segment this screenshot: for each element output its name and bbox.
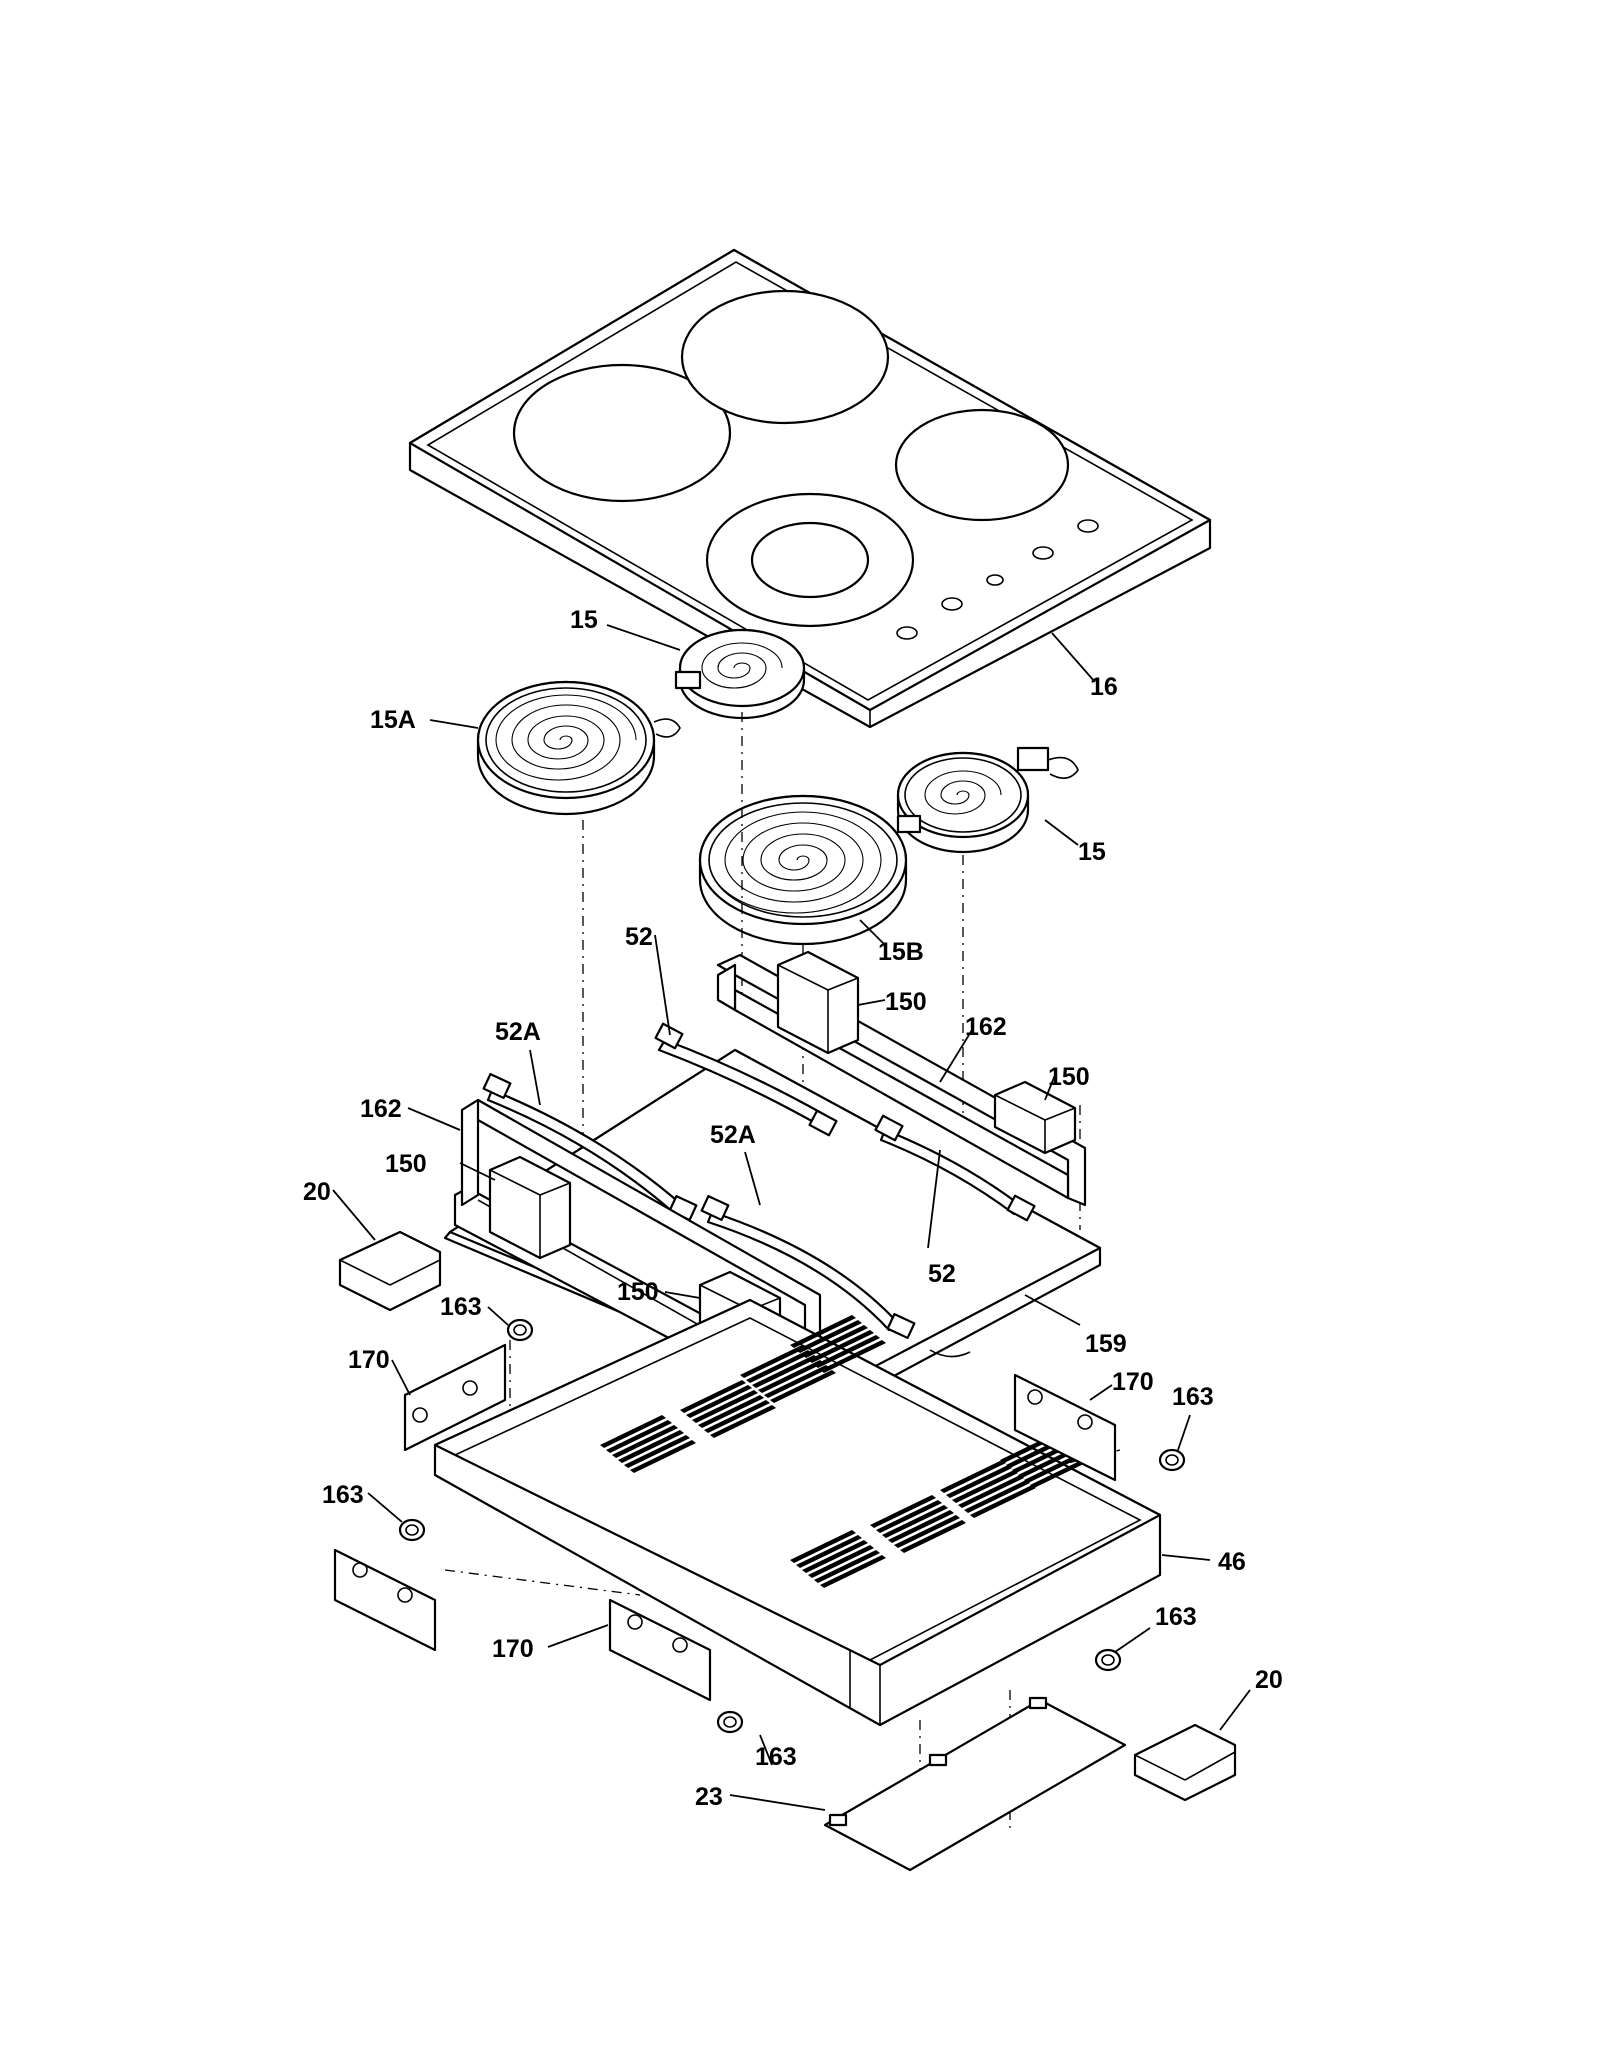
callout-46: 46	[1218, 1548, 1246, 1576]
callout-159: 159	[1085, 1330, 1127, 1358]
vent-slot	[710, 1405, 776, 1438]
vent-slot	[814, 1335, 880, 1368]
callout-170-a: 170	[348, 1346, 390, 1374]
vent-slot	[820, 1340, 886, 1373]
vent-slot	[870, 1495, 936, 1528]
foot-163-a	[506, 1318, 534, 1342]
vent-slot	[876, 1500, 942, 1533]
element-15-right	[896, 746, 1079, 854]
callout-162-left: 162	[360, 1095, 402, 1123]
callout-23: 23	[695, 1783, 723, 1811]
callout-170-b: 170	[1112, 1368, 1154, 1396]
switch-150-c	[488, 1155, 572, 1260]
bracket-52-bottom	[874, 1114, 1036, 1222]
callout-15-top: 15	[570, 606, 598, 634]
switch-150-a	[776, 950, 860, 1055]
foot-163-d	[1094, 1648, 1122, 1672]
vent-slot	[692, 1390, 758, 1423]
vent-slot	[704, 1400, 770, 1433]
bracket-170-d	[608, 1598, 712, 1702]
bracket-52-top	[654, 1022, 838, 1137]
callout-163-a: 163	[440, 1293, 482, 1321]
vent-slot	[820, 1555, 886, 1588]
vent-slot	[940, 1460, 1006, 1493]
bracket-170-c	[333, 1548, 437, 1652]
bracket-170-a	[403, 1343, 507, 1452]
callout-15-right: 15	[1078, 838, 1106, 866]
vent-slot	[958, 1475, 1024, 1508]
element-15B	[698, 794, 922, 946]
vent-slot	[680, 1380, 746, 1413]
vent-slot	[802, 1540, 868, 1573]
bracket-170-b	[1013, 1373, 1117, 1482]
vent-slot	[802, 1325, 868, 1358]
vent-slot	[900, 1520, 966, 1553]
callout-150-d: 150	[617, 1278, 659, 1306]
vent-slot	[814, 1550, 880, 1583]
leader-lines	[332, 624, 1251, 1811]
callout-20-right: 20	[1255, 1666, 1283, 1694]
callout-52-top: 52	[625, 923, 653, 951]
callout-150-c: 150	[385, 1150, 427, 1178]
callout-15A: 15A	[370, 706, 416, 734]
element-15-top	[674, 628, 806, 720]
vent-slot	[808, 1330, 874, 1363]
vent-slot	[796, 1320, 862, 1353]
end-cap-20-left	[338, 1230, 442, 1312]
vent-slot	[796, 1535, 862, 1568]
vent-slot	[882, 1505, 948, 1538]
vent-slot	[740, 1345, 806, 1378]
callout-163-c: 163	[322, 1481, 364, 1509]
vent-slot	[618, 1430, 684, 1463]
vent-slot	[790, 1530, 856, 1563]
callout-15B: 15B	[878, 938, 924, 966]
callout-52-bottom: 52	[928, 1260, 956, 1288]
vent-slot	[630, 1440, 696, 1473]
bottom-panel	[823, 1696, 1127, 1872]
vent-slot	[746, 1350, 812, 1383]
vent-slot	[888, 1510, 954, 1543]
element-15A	[476, 680, 681, 816]
insulation-tray	[443, 1048, 1102, 1407]
burner-box	[433, 1298, 1162, 1727]
foot-163-c	[398, 1518, 426, 1542]
callout-52A-center: 52A	[710, 1121, 756, 1149]
vent-slot	[790, 1315, 856, 1348]
vent-slot	[758, 1360, 824, 1393]
vent-slot	[808, 1545, 874, 1578]
foot-163-b	[1158, 1448, 1186, 1472]
vent-slot	[770, 1370, 836, 1403]
bracket-52A-center	[700, 1195, 916, 1339]
vent-slot	[606, 1420, 672, 1453]
vent-slot	[946, 1465, 1012, 1498]
end-cap-20-right	[1133, 1723, 1237, 1802]
callout-170-c: 170	[492, 1635, 534, 1663]
vent-slot	[624, 1435, 690, 1468]
vent-slot	[952, 1470, 1018, 1503]
vent-slot	[894, 1515, 960, 1548]
callout-163-d: 163	[1155, 1603, 1197, 1631]
switch-150-b	[993, 1080, 1077, 1155]
callout-labels: 16 15 15A 15 15B 52 150 162 150 52A 162 …	[303, 606, 1283, 1811]
vent-slot	[686, 1385, 752, 1418]
vent-slot	[752, 1355, 818, 1388]
callout-162-right: 162	[965, 1013, 1007, 1041]
foot-163-e	[716, 1710, 744, 1734]
vent-slot	[970, 1485, 1036, 1518]
callout-16: 16	[1090, 673, 1118, 701]
callout-150-a: 150	[885, 988, 927, 1016]
callout-20-left: 20	[303, 1178, 331, 1206]
vent-slot	[764, 1365, 830, 1398]
callout-150-b: 150	[1048, 1063, 1090, 1091]
vent-slot	[964, 1480, 1030, 1513]
callout-52A-left: 52A	[495, 1018, 541, 1046]
glass-cooktop	[408, 248, 1212, 729]
vent-slot	[612, 1425, 678, 1458]
vent-slot	[698, 1395, 764, 1428]
callout-163-b: 163	[1172, 1383, 1214, 1411]
vent-slot	[600, 1415, 666, 1448]
callout-163-e: 163	[755, 1743, 797, 1771]
